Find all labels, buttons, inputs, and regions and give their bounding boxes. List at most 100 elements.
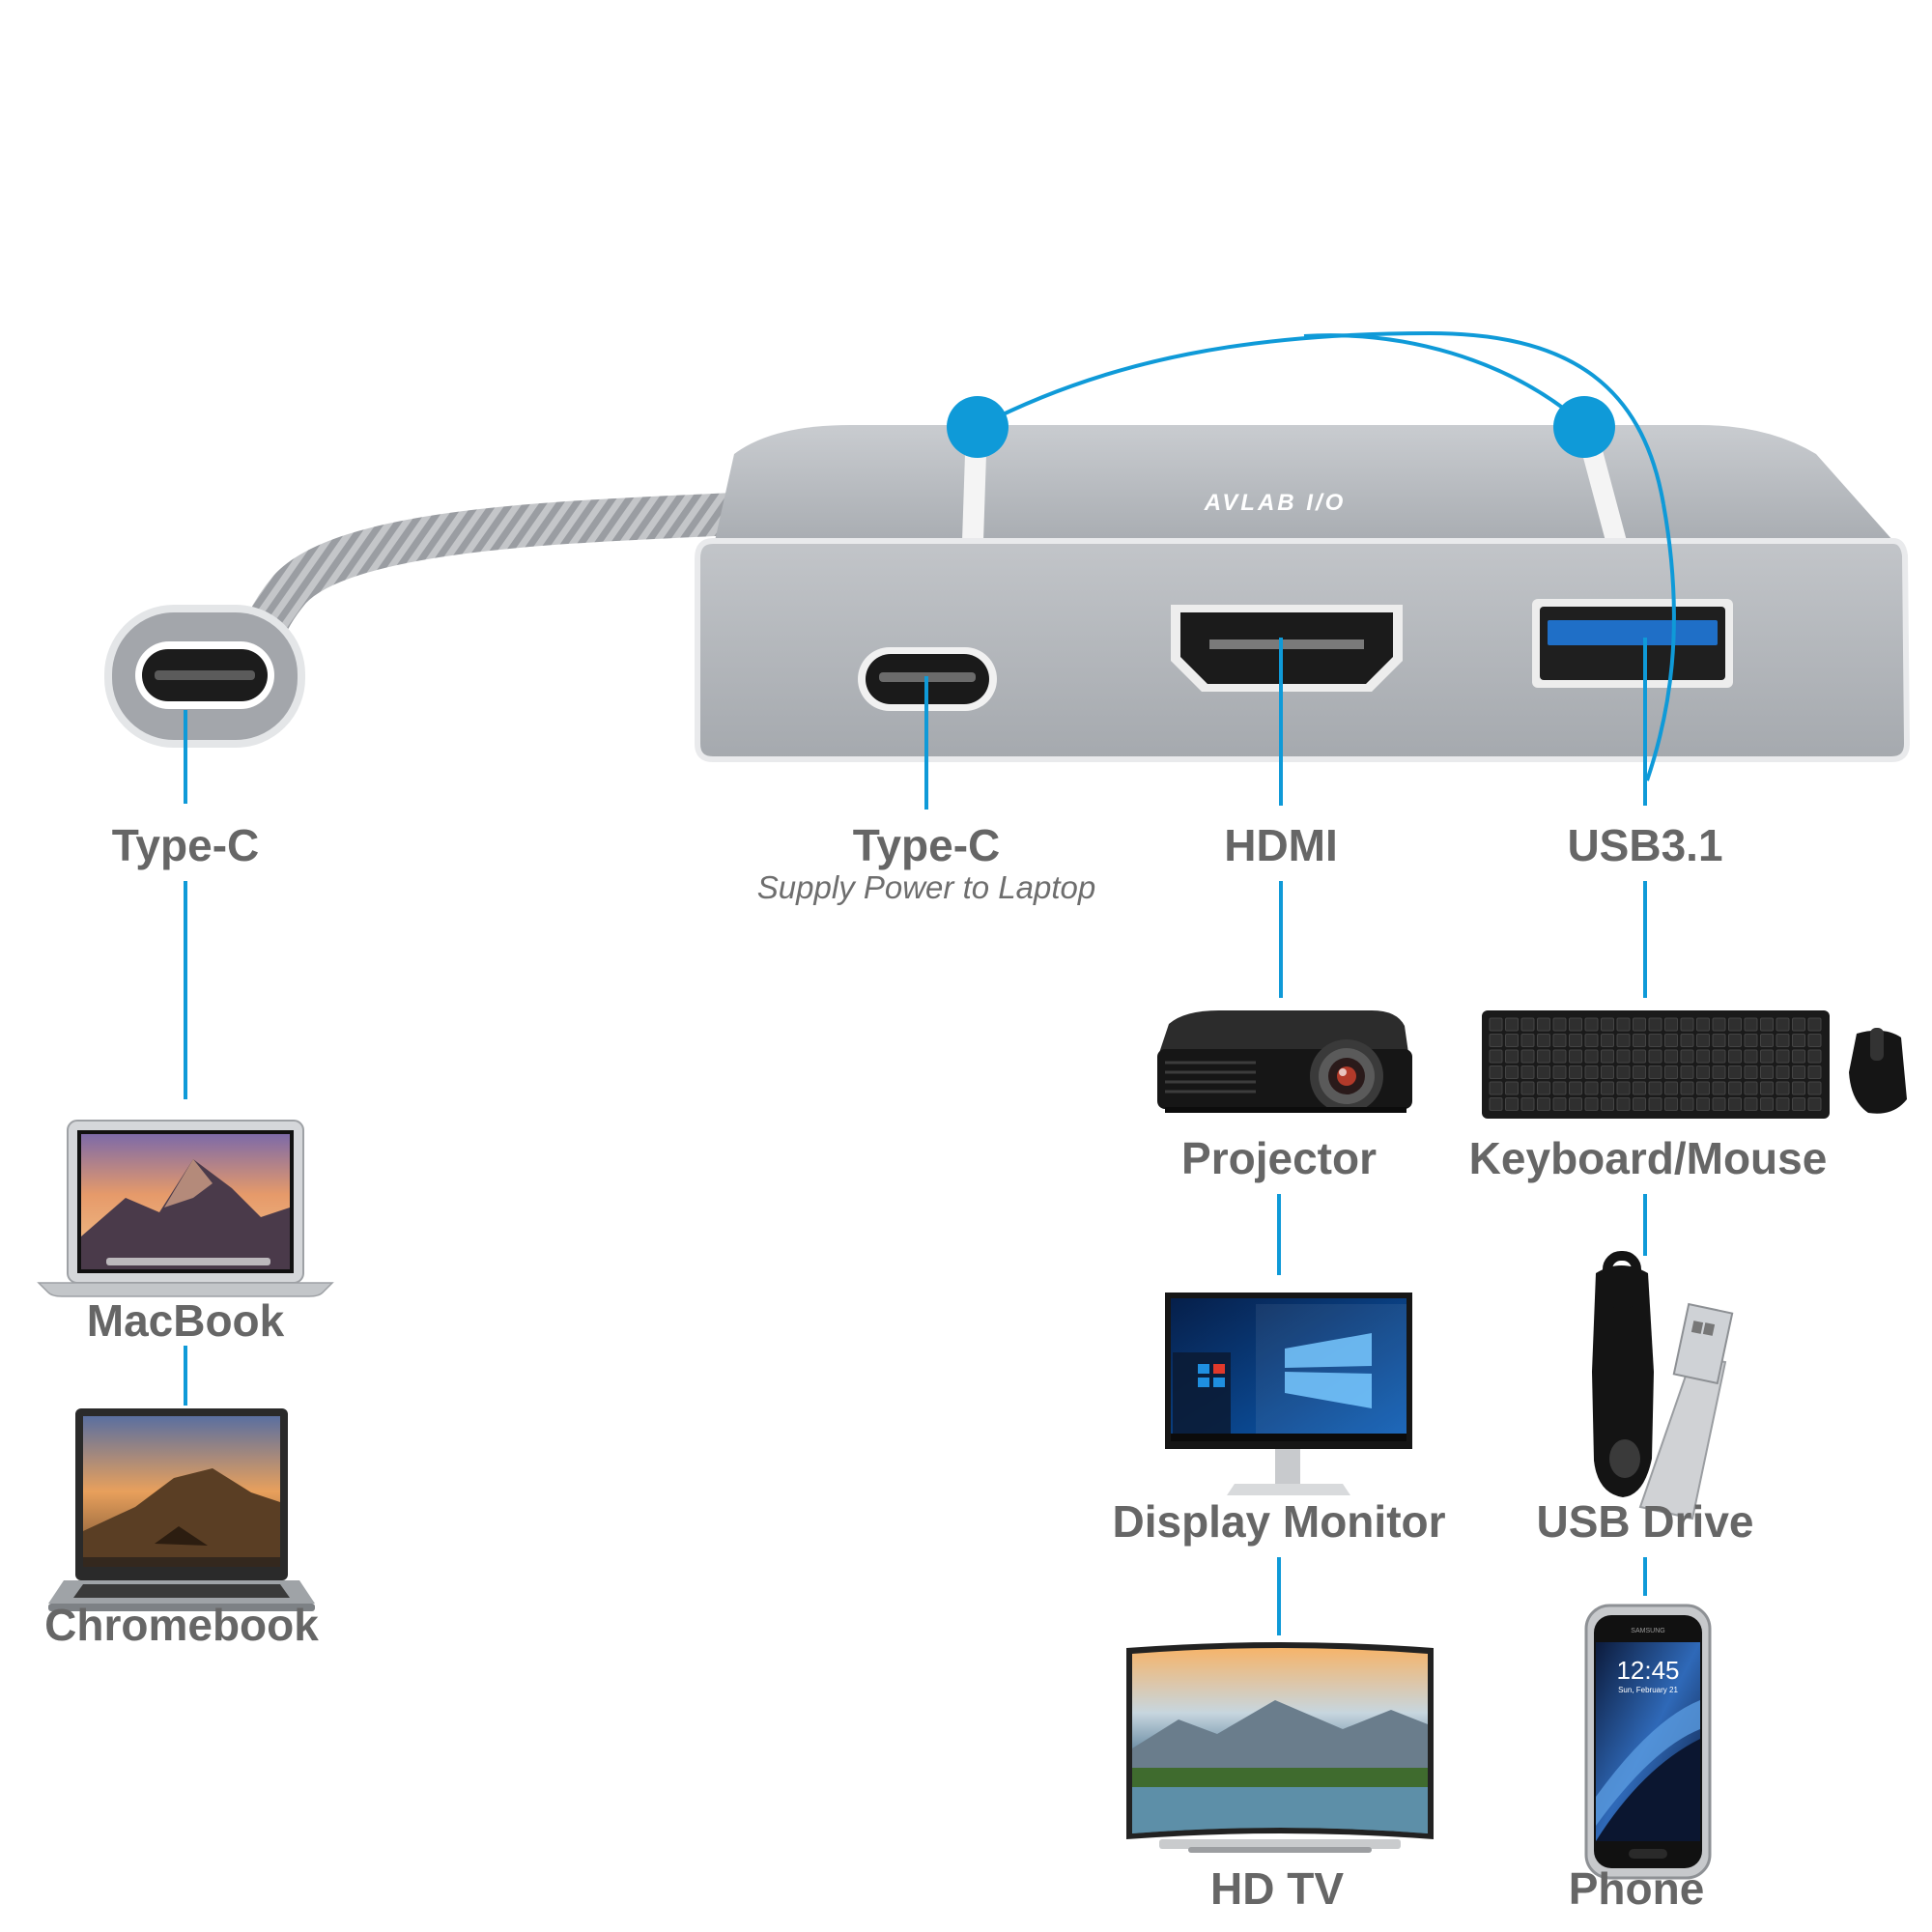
keyboard-key xyxy=(1537,1081,1550,1095)
keyboard-key xyxy=(1648,1081,1662,1095)
keyboard-key xyxy=(1696,1017,1710,1032)
keyboard-key xyxy=(1505,1034,1519,1047)
keyboard-key xyxy=(1712,1097,1726,1111)
callout-dot-right xyxy=(1553,396,1615,458)
keyboard-key xyxy=(1648,1034,1662,1047)
keyboard-key xyxy=(1584,1034,1599,1047)
pd-type-c-label: Type-C xyxy=(852,820,1001,870)
keyboard-key xyxy=(1537,1097,1550,1111)
keyboard-key xyxy=(1616,1034,1631,1047)
keyboard-key xyxy=(1616,1081,1631,1095)
keyboard-key xyxy=(1489,1081,1503,1095)
keyboard-key xyxy=(1489,1097,1503,1111)
keyboard-icon xyxy=(1482,1010,1830,1119)
keyboard-key xyxy=(1776,1034,1790,1047)
keyboard-key xyxy=(1648,1017,1662,1032)
keyboard-key xyxy=(1792,1065,1805,1079)
keyboard-key xyxy=(1552,1097,1567,1111)
keyboard-key xyxy=(1489,1034,1503,1047)
keyboard-key xyxy=(1712,1081,1726,1095)
keyboard-key xyxy=(1552,1081,1567,1095)
laptop-icon xyxy=(48,1408,315,1611)
keyboard-key xyxy=(1633,1097,1646,1111)
keyboard-key xyxy=(1776,1081,1790,1095)
keyboard-key xyxy=(1744,1065,1758,1079)
keyboard-key xyxy=(1648,1097,1662,1111)
keyboard-key xyxy=(1744,1034,1758,1047)
keyboard-key xyxy=(1489,1049,1503,1064)
usb-c-hub: AVLAB I/O xyxy=(104,425,1911,762)
keyboard-key xyxy=(1633,1034,1646,1047)
keyboard-key xyxy=(1744,1097,1758,1111)
keyboard-key xyxy=(1601,1017,1614,1032)
callout-arc-right xyxy=(1303,333,1586,427)
keyboard-key xyxy=(1776,1065,1790,1079)
keyboard-key xyxy=(1760,1065,1774,1079)
keyboard-key xyxy=(1728,1017,1742,1032)
keyboard-key xyxy=(1537,1017,1550,1032)
keyboard-key xyxy=(1792,1097,1805,1111)
keyboard-key xyxy=(1520,1049,1535,1064)
brand-logo: AVLAB I/O xyxy=(1204,490,1347,516)
hub-usb-a-port xyxy=(1532,599,1733,688)
hdmi-label: HDMI xyxy=(1224,820,1338,870)
connector-lines xyxy=(184,638,1647,1635)
keyboard-key xyxy=(1760,1017,1774,1032)
keyboard-key xyxy=(1552,1065,1567,1079)
keyboard-key xyxy=(1505,1081,1519,1095)
keyboard-key xyxy=(1744,1081,1758,1095)
keyboard-key xyxy=(1584,1065,1599,1079)
keyboard-key xyxy=(1648,1049,1662,1064)
keyboard-mouse-label: Keyboard/Mouse xyxy=(1468,1133,1828,1183)
hub-type-c-port xyxy=(858,647,997,711)
keyboard-key xyxy=(1664,1097,1678,1111)
smartphone-icon: 12:45 Sun, February 21 SAMSUNG xyxy=(1584,1604,1712,1880)
keyboard-key xyxy=(1680,1034,1694,1047)
keyboard-key xyxy=(1776,1017,1790,1032)
keyboard-key xyxy=(1744,1049,1758,1064)
chromebook-label: Chromebook xyxy=(44,1600,319,1650)
keyboard-key xyxy=(1696,1081,1710,1095)
keyboard-key xyxy=(1648,1065,1662,1079)
keyboard-key xyxy=(1552,1017,1567,1032)
keyboard-key xyxy=(1807,1049,1822,1064)
tv-icon xyxy=(1126,1642,1434,1853)
keyboard-key xyxy=(1728,1034,1742,1047)
keyboard-key xyxy=(1712,1034,1726,1047)
keyboard-key xyxy=(1680,1081,1694,1095)
keyboard-key xyxy=(1584,1049,1599,1064)
projector-label: Projector xyxy=(1181,1133,1377,1183)
keyboard-key xyxy=(1505,1097,1519,1111)
keyboard-key xyxy=(1601,1049,1614,1064)
callout-dot-left xyxy=(947,396,1009,458)
keyboard-key xyxy=(1569,1065,1582,1079)
keyboard-key xyxy=(1537,1049,1550,1064)
keyboard-key xyxy=(1664,1049,1678,1064)
usb-drive-label: USB Drive xyxy=(1536,1496,1754,1547)
laptop-icon xyxy=(37,1120,334,1297)
keyboard-key xyxy=(1552,1034,1567,1047)
keyboard-key xyxy=(1569,1097,1582,1111)
keyboard-key xyxy=(1569,1081,1582,1095)
mouse-icon xyxy=(1849,1028,1907,1114)
macbook-label: MacBook xyxy=(86,1295,285,1346)
phone-brand: SAMSUNG xyxy=(1631,1628,1664,1634)
keyboard-key xyxy=(1807,1017,1822,1032)
keyboard-key xyxy=(1505,1065,1519,1079)
keyboard-key xyxy=(1680,1017,1694,1032)
keyboard-key xyxy=(1569,1049,1582,1064)
keyboard-key xyxy=(1505,1017,1519,1032)
keyboard-key xyxy=(1601,1034,1614,1047)
keyboard-key xyxy=(1569,1034,1582,1047)
phone-clock: 12:45 xyxy=(1616,1656,1679,1685)
keyboard-key xyxy=(1696,1065,1710,1079)
keyboard-key xyxy=(1616,1017,1631,1032)
usb-label: USB3.1 xyxy=(1567,820,1723,870)
keyboard-key xyxy=(1760,1097,1774,1111)
keyboard-key xyxy=(1584,1017,1599,1032)
keyboard-key xyxy=(1807,1081,1822,1095)
keyboard-key xyxy=(1696,1049,1710,1064)
host-type-c-label: Type-C xyxy=(111,820,260,870)
keyboard-key xyxy=(1792,1081,1805,1095)
keyboard-key xyxy=(1520,1017,1535,1032)
